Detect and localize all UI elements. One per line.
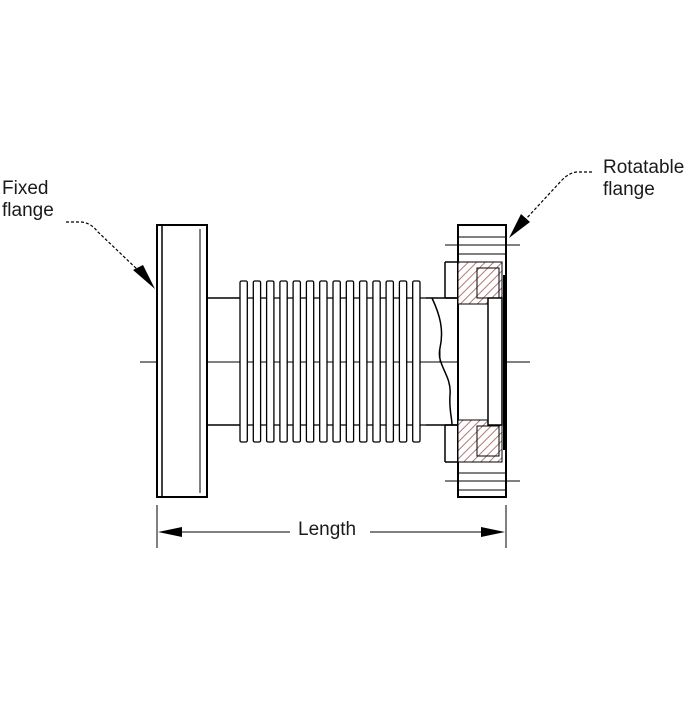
bellows-convolution [265,280,275,443]
fixed-tube [207,297,240,426]
bellows-convolutions [239,280,426,443]
bellows-convolution [239,280,248,443]
length-dimension [156,505,507,548]
length-arrow-left [158,527,182,537]
bellows-convolution [345,280,355,443]
bellows-convolution [319,280,328,443]
length-arrow-right [481,527,505,537]
fixed-flange [156,224,208,498]
rotatable-flange-label-line2: flange [603,179,655,200]
bellows-convolution [252,280,262,443]
bellows-convolution [358,280,368,443]
length-label: Length [298,519,357,540]
bellows-convolution [412,280,421,443]
bellows-convolution [332,280,341,443]
bellows-convolution [398,280,408,443]
bellows-convolution [292,280,302,443]
bellows-convolution [305,280,315,443]
hatch-top-inner [476,267,500,299]
bellows-convolution [385,280,395,443]
rotatable-flange-label: Rotatable flange [603,157,684,201]
fixed-flange-label: Fixed flange [2,178,54,222]
rotatable-flange-leader [509,171,592,238]
bellows-convolution [279,280,288,443]
rotatable-flange [444,224,520,498]
fixed-flange-leader [66,221,155,289]
fixed-flange-label-line2: flange [2,200,54,221]
rotatable-flange-label-line1: Rotatable [603,157,685,178]
hatch-bottom-inner [476,425,500,457]
fixed-flange-label-line1: Fixed [2,178,49,199]
bellows-convolution [372,280,381,443]
